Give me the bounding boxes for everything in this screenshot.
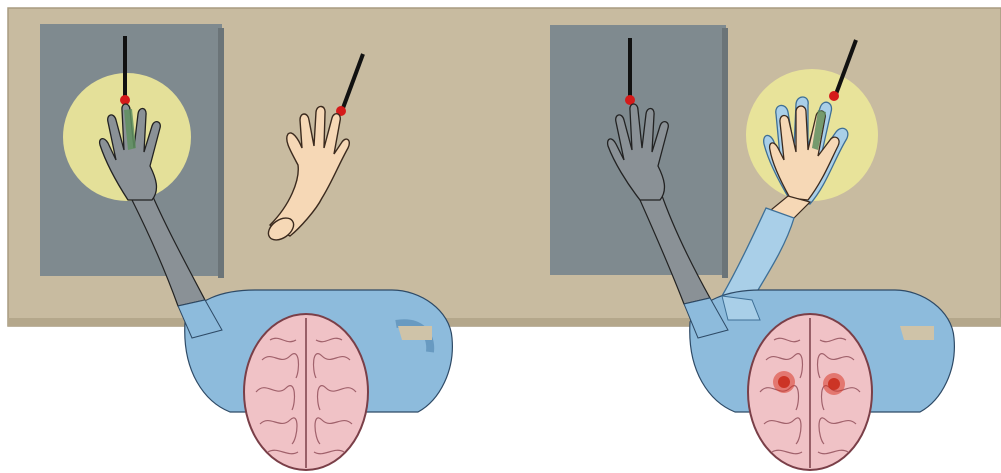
brain: [244, 314, 368, 470]
arm-behind: [398, 326, 432, 340]
arm-behind: [900, 326, 934, 340]
activation-right: [823, 373, 845, 395]
brain: [748, 314, 872, 470]
real-target-dot: [829, 91, 839, 101]
activation-left: [773, 371, 795, 393]
mirror-screen-shadow: [722, 28, 728, 278]
mirror-screen-shadow: [218, 28, 224, 278]
